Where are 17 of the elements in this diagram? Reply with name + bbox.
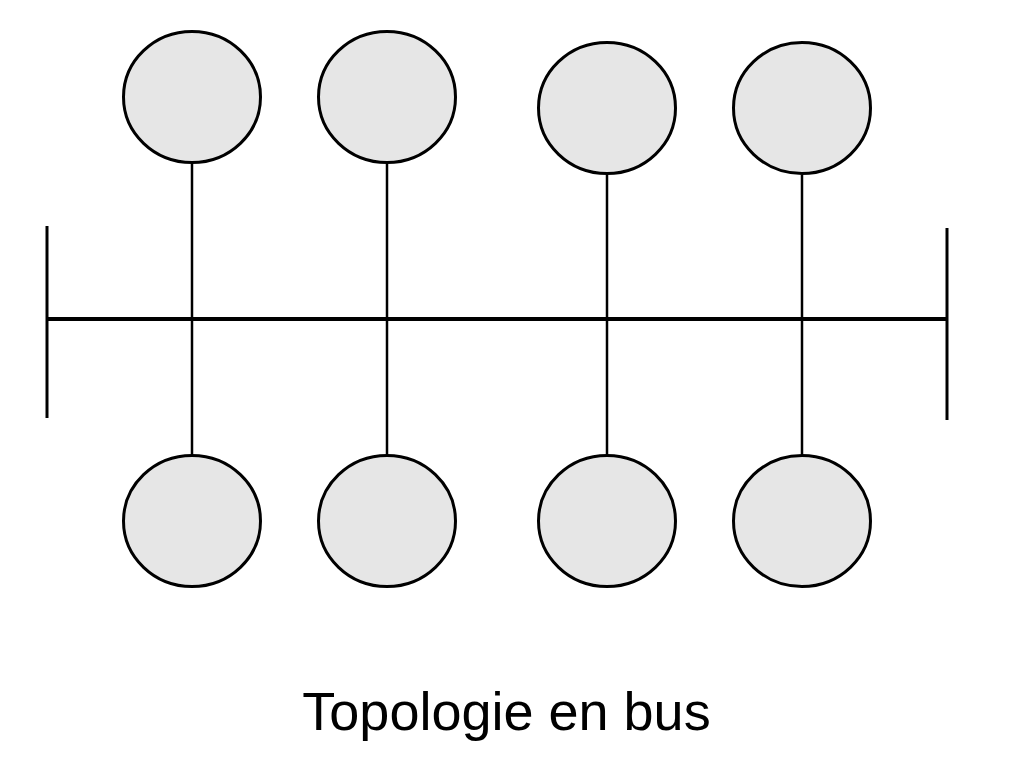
connector-line: [800, 321, 804, 454]
connector-line: [605, 175, 609, 317]
connector-line: [800, 175, 804, 317]
connector-line: [605, 321, 609, 454]
station-circle: [537, 41, 677, 175]
connector-line: [190, 321, 194, 454]
station-circle: [732, 41, 872, 175]
station-circle: [732, 454, 872, 588]
caption: Topologie en bus: [302, 681, 711, 741]
station-circle: [122, 454, 262, 588]
station-circle: [317, 30, 457, 164]
station-circle: [122, 30, 262, 164]
connector-line: [190, 164, 194, 317]
station-circle: [537, 454, 677, 588]
station-circle: [317, 454, 457, 588]
connector-line: [385, 164, 389, 317]
connector-line: [385, 321, 389, 454]
